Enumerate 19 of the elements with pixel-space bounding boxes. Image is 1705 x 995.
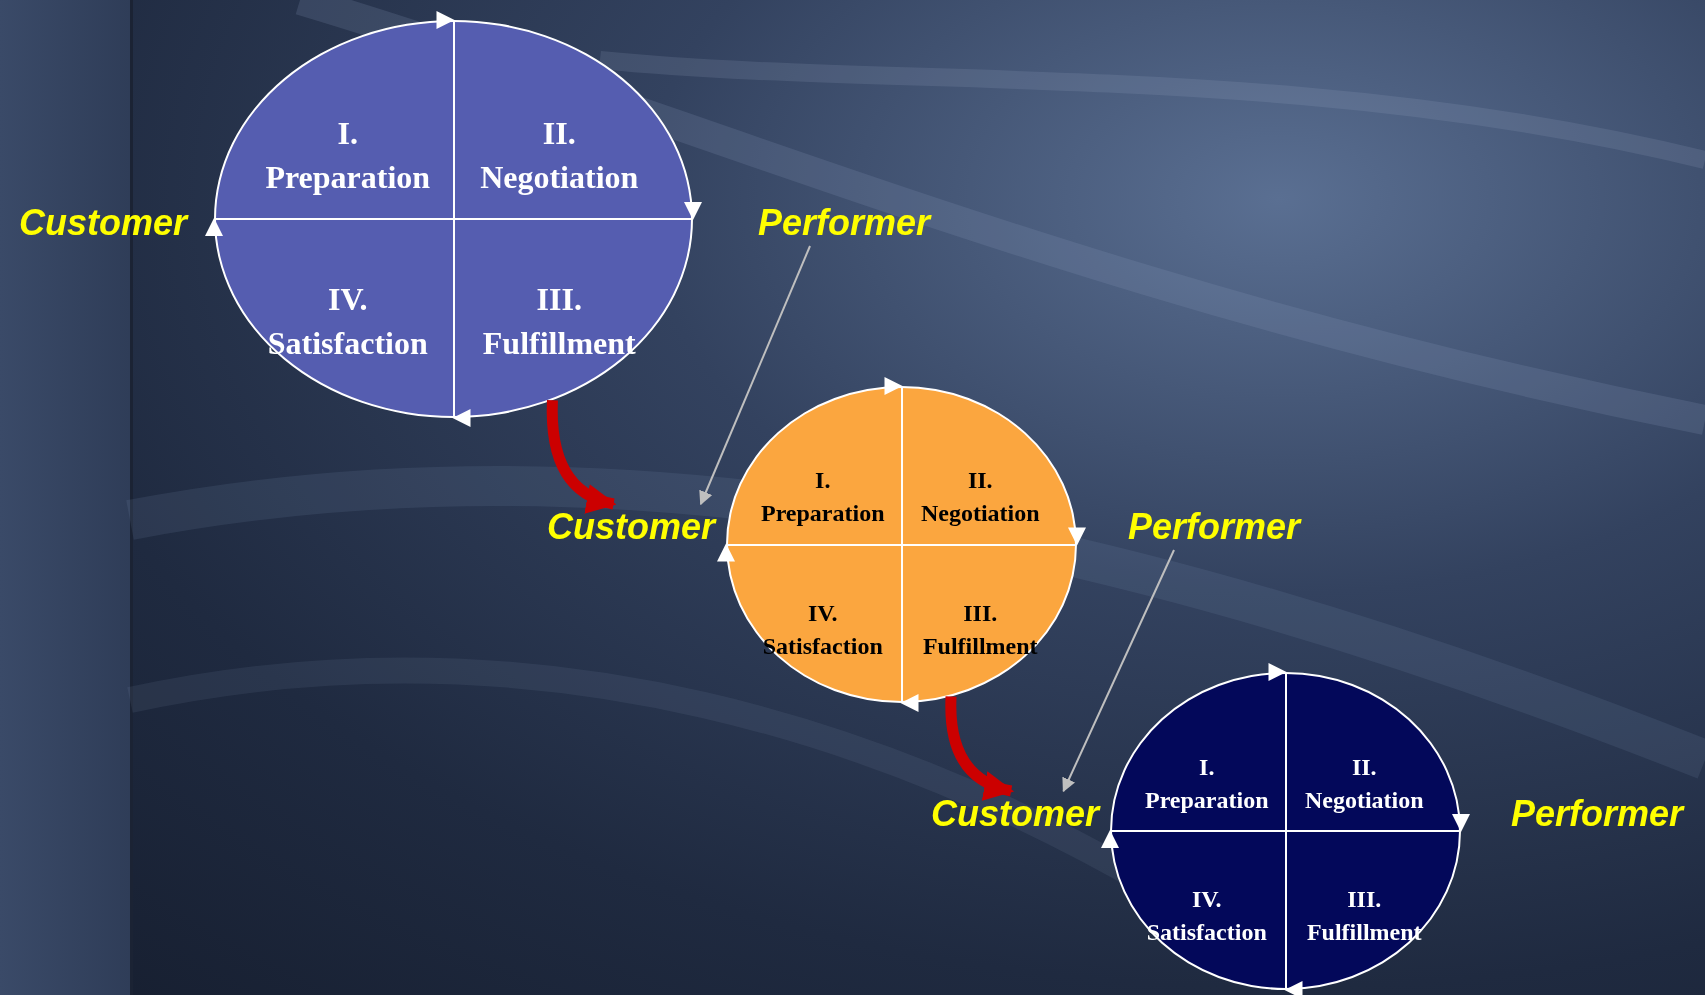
quadrant-label: I. Preparation — [265, 113, 431, 197]
role-label: Performer — [1510, 793, 1684, 835]
role-label: Customer — [931, 793, 1099, 835]
quadrant-label: II. Negotiation — [920, 466, 1040, 529]
role-label: Customer — [19, 202, 187, 244]
quadrant-label: III. Fulfillment — [922, 598, 1038, 661]
quadrant-label: III. Fulfillment — [482, 280, 636, 364]
arrow — [1062, 549, 1175, 793]
quadrant-label: IV. Satisfaction — [267, 280, 428, 364]
quadrant-label: II. Negotiation — [1304, 752, 1424, 815]
arrow — [699, 245, 811, 506]
quadrant-label: I. Preparation — [1144, 752, 1269, 815]
quadrant-label: II. Negotiation — [480, 113, 639, 197]
quadrant-label: I. Preparation — [760, 466, 885, 529]
role-label: Performer — [1127, 506, 1301, 548]
role-label: Customer — [547, 506, 715, 548]
curved-arrow — [546, 400, 617, 513]
curved-arrow — [945, 696, 1015, 800]
role-label: Performer — [757, 202, 931, 244]
